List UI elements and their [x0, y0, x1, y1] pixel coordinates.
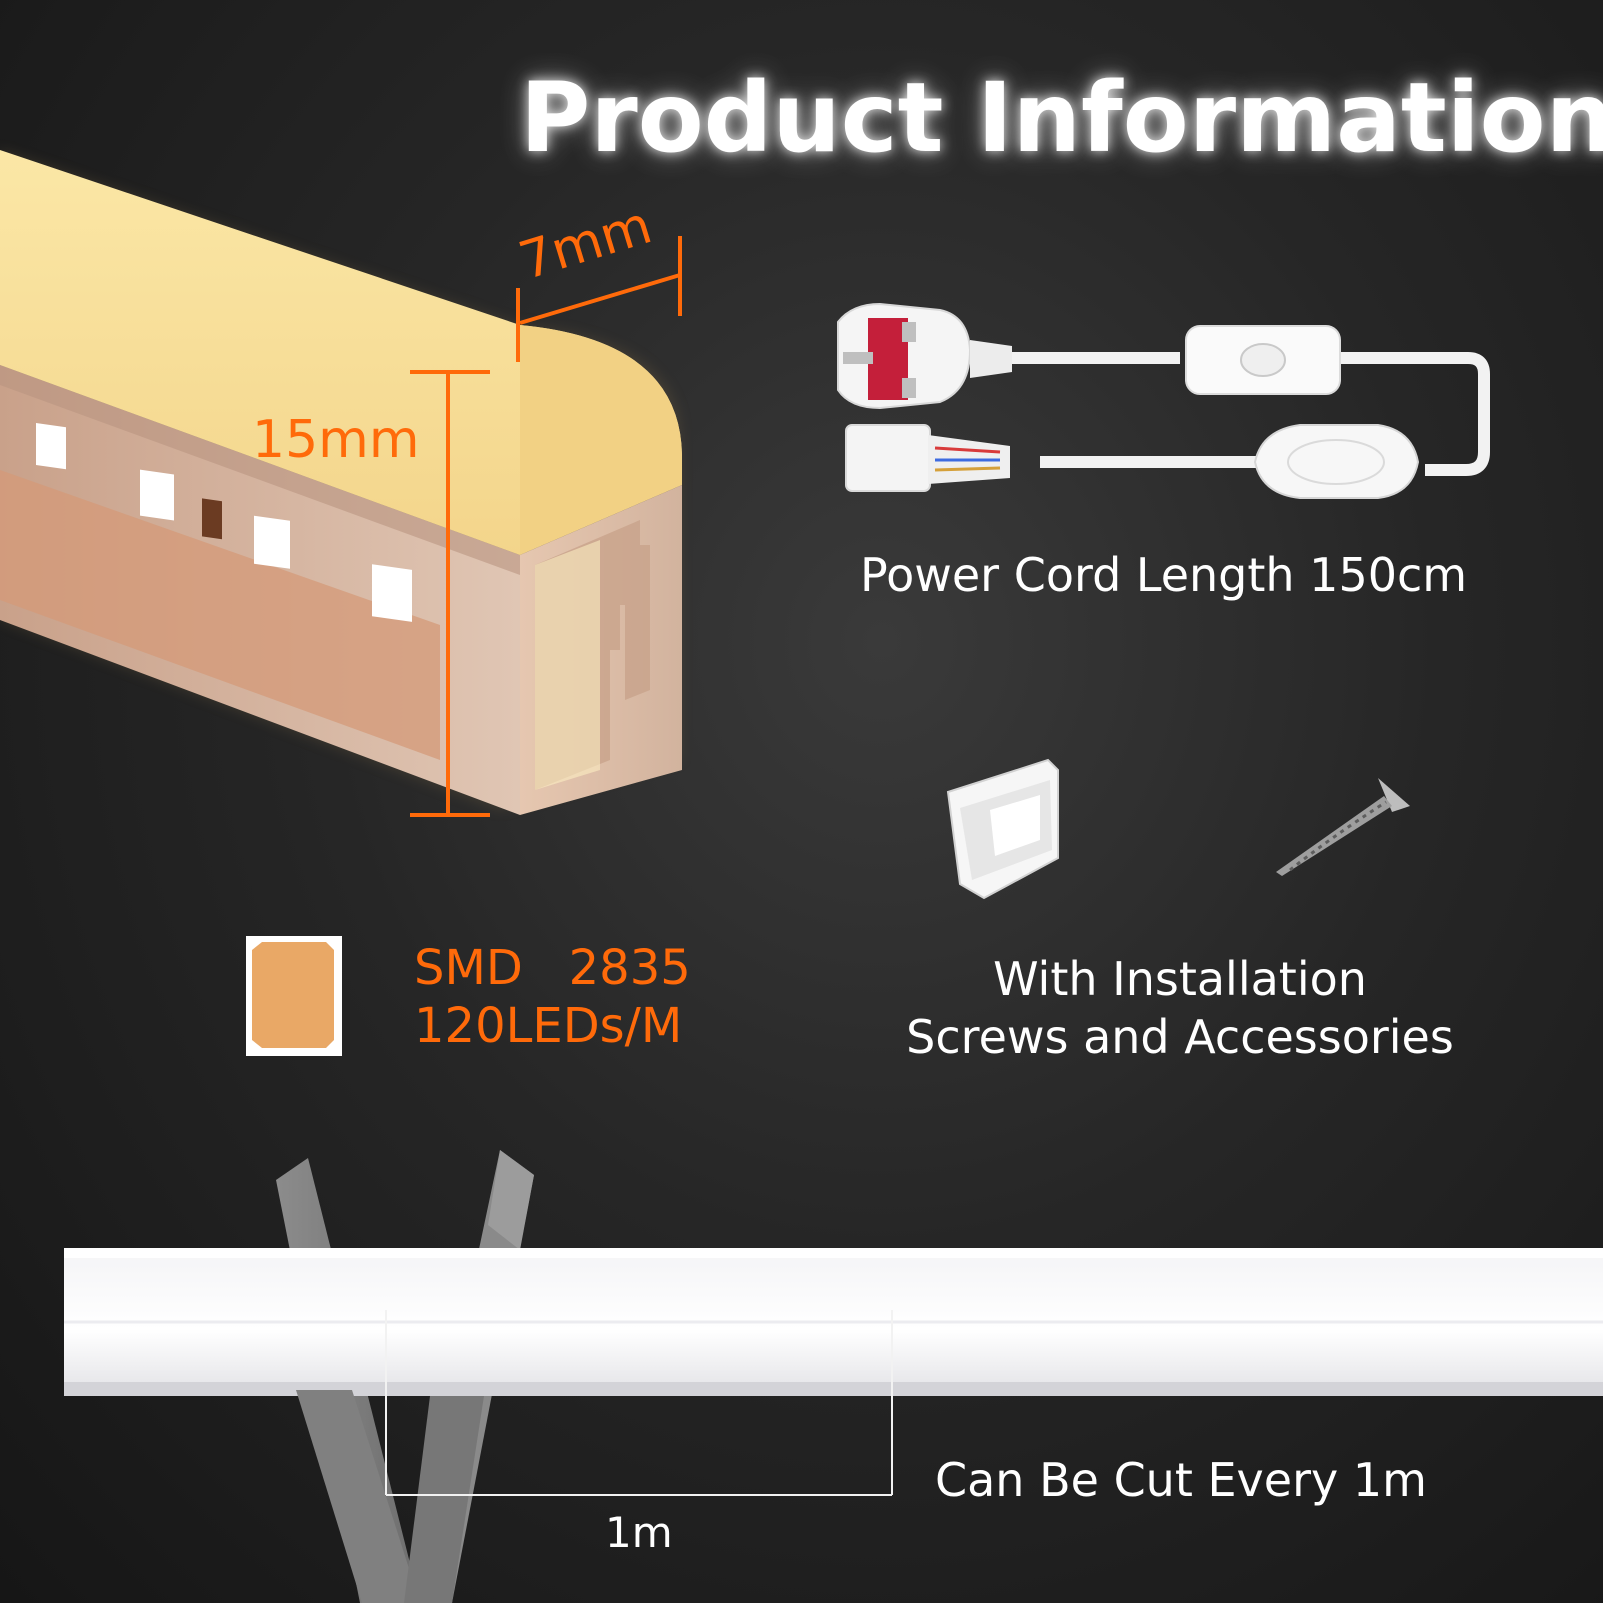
scissors-front-blade: [296, 1390, 484, 1603]
uk-plug-icon: [837, 302, 1012, 410]
power-cord-illustration: [837, 302, 1490, 499]
cut-caption: Can Be Cut Every 1m: [935, 1453, 1427, 1507]
controller-icon: [1253, 424, 1420, 499]
led-density-label: 120LEDs/M: [414, 998, 683, 1054]
height-dimension-label: 15mm: [252, 410, 420, 470]
neon-strip-closeup: [0, 150, 682, 815]
connector-icon: [845, 424, 1010, 492]
dimension-lines: [410, 236, 682, 817]
smd-chip-icon: [246, 936, 342, 1056]
page-title: Product Information: [520, 62, 1603, 174]
screw-icon: [1276, 778, 1410, 876]
cuttable-strip: [64, 1248, 1603, 1396]
led-chips: [36, 423, 412, 622]
accessories-caption-line2: Screws and Accessories: [906, 1010, 1454, 1064]
cut-interval-label: 1m: [605, 1508, 673, 1557]
power-cord-caption: Power Cord Length 150cm: [860, 548, 1468, 602]
mounting-clip-icon: [946, 758, 1059, 900]
chip-type-label: SMD 2835: [414, 940, 691, 996]
cut-interval-bracket: [385, 1310, 893, 1496]
accessories-caption-line1: With Installation: [993, 952, 1367, 1006]
inline-switch-icon: [1185, 325, 1341, 395]
